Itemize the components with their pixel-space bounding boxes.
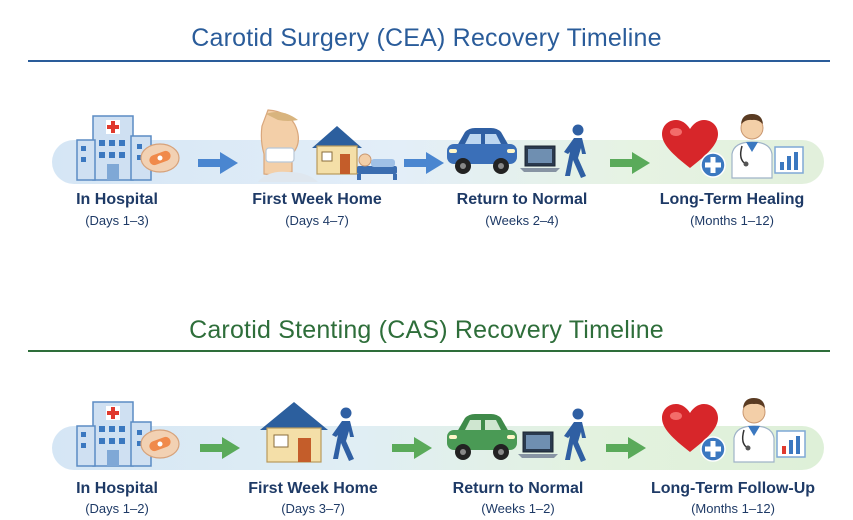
neck-bandage-icon — [258, 109, 318, 182]
cea-stage-3-sub: (Weeks 2–4) — [485, 213, 559, 228]
patient-resting-icon — [357, 153, 397, 180]
cas-stage-4-sub: (Months 1–12) — [691, 501, 775, 516]
arrow-right-icon — [200, 437, 240, 459]
car-icon — [447, 414, 517, 460]
laptop-icon — [518, 431, 558, 458]
cas-stage-2-label: First Week Home — [248, 480, 378, 497]
medical-plus-icon — [700, 436, 726, 462]
walking-person-icon — [332, 407, 354, 461]
arrow-right-icon — [606, 437, 646, 459]
cas-stage-1-label: In Hospital — [76, 480, 158, 497]
cas-stage-3-label: Return to Normal — [452, 480, 584, 497]
cea-stage-4-label: Long-Term Healing — [659, 191, 805, 208]
bandage-icon — [140, 429, 180, 459]
cea-stage-1-sub: (Days 1–3) — [85, 213, 149, 228]
walking-person-icon — [564, 408, 586, 462]
cea-stage-3-label: Return to Normal — [456, 191, 588, 208]
cas-title: Carotid Stenting (CAS) Recovery Timeline — [189, 316, 664, 344]
laptop-icon — [520, 145, 560, 172]
arrow-right-icon — [610, 152, 650, 174]
cas-stage-3-sub: (Weeks 1–2) — [481, 501, 555, 516]
doctor-icon — [733, 398, 775, 463]
cas-stage-2-sub: (Days 3–7) — [281, 501, 345, 516]
cas-title-rule — [28, 350, 830, 352]
doctor-icon — [731, 114, 773, 179]
cas-stage-4-label: Long-Term Follow-Up — [650, 480, 816, 497]
arrow-right-icon — [198, 152, 238, 174]
cea-stage-4-sub: (Months 1–12) — [690, 213, 774, 228]
cas-stage-1-sub: (Days 1–2) — [85, 501, 149, 516]
car-icon — [447, 128, 517, 174]
house-icon — [260, 402, 328, 463]
cea-stage-1-label: In Hospital — [76, 191, 158, 208]
chart-icon — [774, 146, 804, 174]
chart-icon — [776, 430, 806, 458]
arrow-right-icon — [392, 437, 432, 459]
bandage-icon — [140, 143, 180, 173]
walking-person-icon — [564, 124, 586, 178]
cea-stage-2-label: First Week Home — [252, 191, 382, 208]
arrow-right-icon — [404, 152, 444, 174]
cea-title: Carotid Surgery (CEA) Recovery Timeline — [191, 24, 662, 52]
cea-stage-2-sub: (Days 4–7) — [285, 213, 349, 228]
house-icon — [312, 126, 362, 175]
cea-title-rule — [28, 60, 830, 62]
medical-plus-icon — [700, 152, 726, 178]
